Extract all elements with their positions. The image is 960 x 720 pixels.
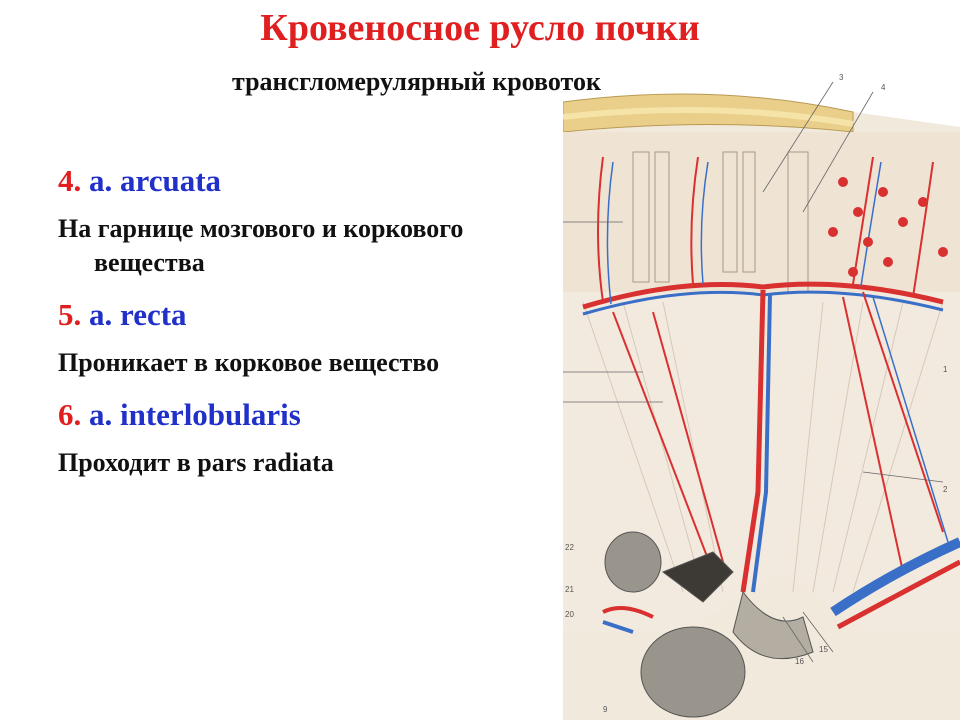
item-description: Проникает в корковое вещество: [58, 348, 440, 377]
figure-label: 9: [603, 705, 608, 714]
vessel-item-heading: 4. a. arcuata: [58, 160, 558, 202]
item-number: 6.: [58, 397, 82, 432]
figure-label: 2: [943, 485, 948, 494]
item-name: a. arcuata: [89, 163, 222, 198]
figure-label: 1: [943, 365, 948, 374]
figure-label: 22: [565, 543, 574, 552]
item-description: На гарнице мозгового и коркового веществ…: [58, 214, 464, 277]
item-number: 4.: [58, 163, 82, 198]
figure-label: 21: [565, 585, 574, 594]
vessel-item-heading: 6. a. interlobularis: [58, 394, 558, 436]
figure-label: 4: [881, 83, 886, 92]
figure-label: 3: [839, 73, 844, 82]
slide-subtitle: трансгломерулярный кровоток: [232, 67, 601, 96]
vessel-list: 4. a. arcuata На гарнице мозгового и кор…: [58, 160, 558, 494]
item-name: a. interlobularis: [89, 397, 301, 432]
figure-label: 20: [565, 610, 574, 619]
figure-label: 16: [795, 657, 804, 666]
figure-label: 15: [819, 645, 828, 654]
item-name: a. recta: [89, 297, 187, 332]
vessel-item-heading: 5. a. recta: [58, 294, 558, 336]
item-description: Проходит в pars radiata: [58, 448, 334, 477]
slide-title: Кровеносное русло почки: [260, 7, 700, 49]
item-number: 5.: [58, 297, 82, 332]
